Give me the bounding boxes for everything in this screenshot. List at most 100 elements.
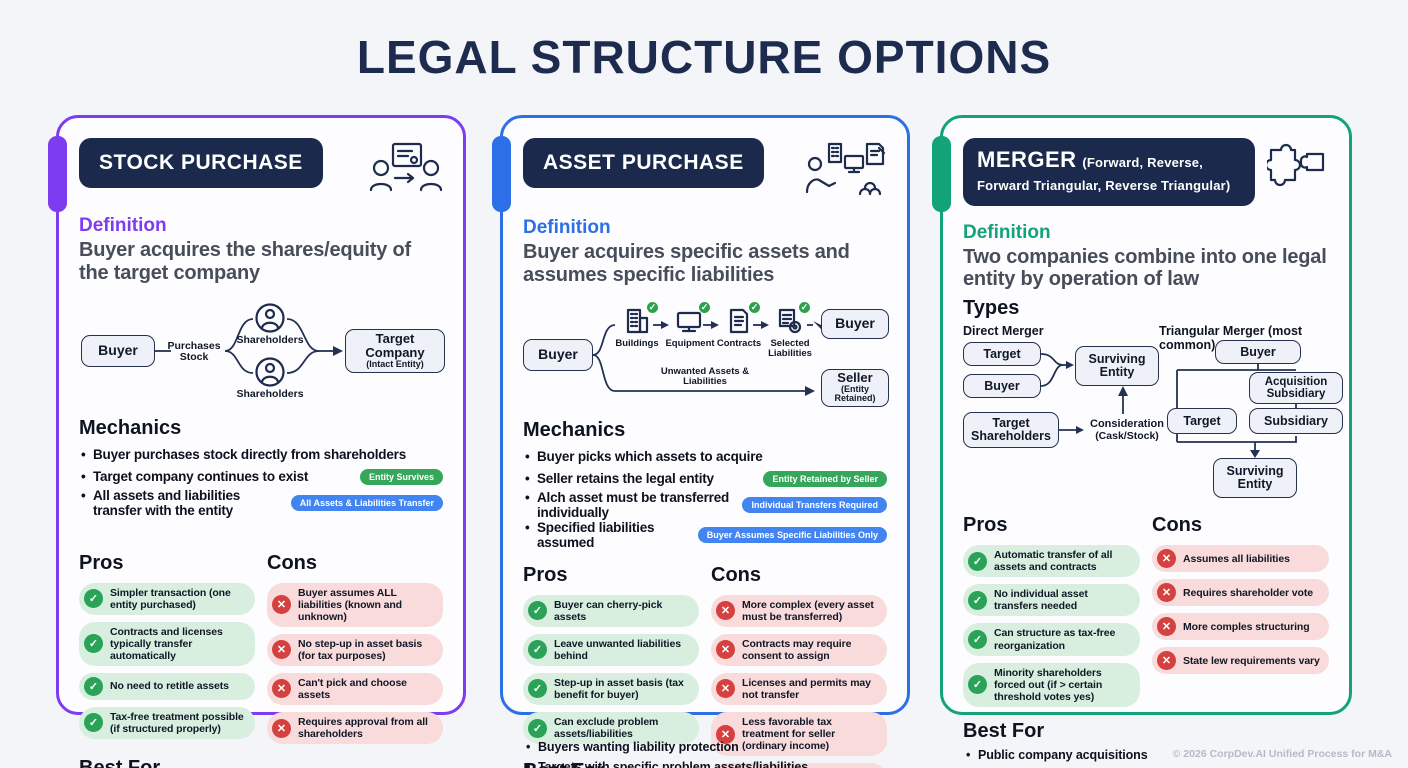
con-item: ✕ Assumes all liabilities — [1152, 545, 1329, 573]
x-icon: ✕ — [716, 640, 735, 660]
selected-liabilities-label: Selected Liabilities — [768, 337, 812, 360]
accent-notch — [932, 136, 951, 212]
check-icon: ✓ — [528, 718, 547, 738]
target-box: Target — [1167, 408, 1237, 435]
copyright-text: © 2026 CorpDev.AI Unified Process for M&… — [1172, 748, 1392, 760]
unwanted-assets-label: Unwanted Assets & Liabilities — [653, 366, 757, 388]
definition-text: Buyer acquires the shares/equity of the … — [79, 239, 412, 284]
acquisition-subsidiary-box: Acquisition Subsidiary — [1249, 372, 1343, 405]
con-item: ✕ More complex (every asset must be tran… — [711, 594, 887, 627]
mechanics-item: Seller retains the legal entity Entity R… — [523, 468, 887, 490]
check-icon: ✓ — [84, 713, 103, 733]
buyer-box: Buyer — [523, 338, 593, 371]
mechanics-item: Buyer picks which assets to acquire — [523, 446, 887, 468]
status-badge: Entity Survives — [359, 468, 443, 485]
cons-list: ✕ Assumes all liabilities ✕ Requires sha… — [1152, 545, 1329, 675]
people-certificate-icon — [369, 142, 443, 199]
con-item: ✕ No step-up in asset basis (for tax pur… — [267, 633, 443, 666]
con-item: ✕ Contracts may require consent to assig… — [711, 633, 887, 666]
equipment-label: Equipment — [665, 337, 715, 349]
seller-box: Seller (Entity Retained) — [821, 368, 889, 407]
target-box: Target — [963, 342, 1041, 367]
check-badge: ✓ — [748, 300, 761, 314]
shareholders-label: Shareholders — [236, 333, 304, 346]
check-icon: ✓ — [968, 551, 987, 571]
direct-merger-label: Direct Merger — [963, 324, 1044, 339]
mechanics-item: All assets and liabilities transfer with… — [79, 488, 443, 518]
merger-card: MERGER (Forward, Reverse, Forward Triang… — [932, 115, 1352, 768]
con-item: ✕ State lew requirements vary — [1152, 647, 1329, 675]
asset-purchase-diagram: Buyer ✓ Buildings ✓ Equipment ✓ Contract… — [523, 300, 889, 409]
selected-liabilities-icon: ✓ — [775, 300, 811, 337]
check-badge: ✓ — [798, 300, 811, 314]
equipment-icon: ✓ — [675, 300, 711, 337]
types-heading: Types — [963, 297, 1020, 320]
status-badge: Entity Retained by Seller — [763, 470, 887, 487]
check-icon: ✓ — [84, 634, 103, 654]
x-icon: ✕ — [1157, 549, 1176, 569]
asset-purchase-card: ASSET PURCHASE Definition Buyer acquires… — [492, 115, 910, 768]
definition-text: Buyer acquires specific assets and assum… — [523, 241, 850, 286]
pros-heading: Pros — [963, 514, 1008, 537]
pro-item: ✓ Can structure as tax-free reorganizati… — [963, 623, 1140, 656]
contracts-icon: ✓ — [725, 300, 761, 337]
definition-heading: Definition — [963, 221, 1051, 243]
con-item: ✕ Requires approval from all shareholder… — [267, 712, 443, 745]
cons-heading: Cons — [1152, 514, 1202, 537]
x-icon: ✕ — [272, 640, 291, 660]
surviving-entity-box: Surviving Entity — [1075, 346, 1159, 387]
stock-purchase-card: STOCK PURCHASE Definition Buyer acquires… — [48, 115, 466, 768]
cons-heading: Cons — [711, 563, 761, 586]
mechanics-list: Buyer purchases stock directly from shar… — [79, 444, 443, 518]
pros-list: ✓ Simpler transaction (one entity purcha… — [79, 582, 255, 740]
accent-notch — [492, 136, 511, 212]
best-for-heading: Best For — [963, 719, 1045, 742]
pro-item: ✓ Minority shareholders forced out (if >… — [963, 662, 1140, 707]
pro-item: ✓ Leave unwanted liabilities behind — [523, 633, 699, 666]
x-icon: ✕ — [716, 679, 735, 699]
x-icon: ✕ — [272, 679, 291, 699]
check-icon: ✓ — [84, 589, 103, 609]
x-icon: ✕ — [272, 718, 291, 738]
pro-item: ✓ Contracts and licenses typically trans… — [79, 621, 255, 666]
card-title-asset-purchase: ASSET PURCHASE — [523, 138, 764, 188]
x-icon: ✕ — [1157, 583, 1176, 603]
check-icon: ✓ — [968, 590, 987, 610]
card-title-stock-purchase: STOCK PURCHASE — [79, 138, 323, 188]
contracts-label: Contracts — [716, 337, 762, 349]
pro-item: ✓ No individual asset transfers needed — [963, 584, 1140, 617]
mechanics-item: Alch asset must be transferred individua… — [523, 490, 887, 520]
check-badge: ✓ — [646, 300, 659, 314]
pros-list: ✓ Automatic transfer of all assets and c… — [963, 545, 1140, 707]
check-icon: ✓ — [528, 679, 547, 699]
page-title: LEGAL STRUCTURE OPTIONS — [356, 31, 1052, 83]
pro-item: ✓ Tax-free treatment possible (if struct… — [79, 706, 255, 740]
x-icon: ✕ — [716, 601, 735, 621]
x-icon: ✕ — [1157, 651, 1176, 671]
check-icon: ✓ — [84, 676, 103, 696]
best-for-item: Buyers wanting liability protection — [523, 738, 739, 758]
assets-selection-icon — [805, 142, 887, 201]
triangular-merger-label: Triangular Merger (most common) — [1159, 324, 1303, 353]
status-badge: Individual Transfers Required — [742, 496, 887, 513]
con-item: ✕ Licenses and permits may not transfer — [711, 672, 887, 705]
best-for-item: Targets with specific problem assets/lia… — [523, 758, 808, 768]
x-icon: ✕ — [272, 595, 291, 615]
card-title-merger: MERGER (Forward, Reverse, Forward Triang… — [963, 138, 1255, 206]
pro-item: ✓ Step-up in asset basis (tax benefit fo… — [523, 672, 699, 705]
check-badge: ✓ — [698, 300, 711, 314]
shareholders-label: Shareholders — [236, 387, 304, 400]
best-for-item: Public company acquisitions — [963, 746, 1329, 766]
check-icon: ✓ — [968, 630, 987, 649]
pros-heading: Pros — [79, 551, 124, 574]
mechanics-item: Buyer purchases stock directly from shar… — [79, 444, 443, 466]
buildings-icon: ✓ — [623, 300, 659, 337]
buyer-box: Buyer — [81, 334, 155, 367]
merger-title-text: MERGER — [977, 147, 1077, 172]
check-icon: ✓ — [528, 601, 547, 621]
cons-list: ✕ Buyer assumes ALL liabilities (known a… — [267, 582, 443, 745]
pro-item: ✓ Automatic transfer of all assets and c… — [963, 545, 1140, 578]
mechanics-item: Specified liabilities assumed Buyer Assu… — [523, 520, 887, 550]
pros-list: ✓ Buyer can cherry-pick assets ✓ Leave u… — [523, 594, 699, 745]
